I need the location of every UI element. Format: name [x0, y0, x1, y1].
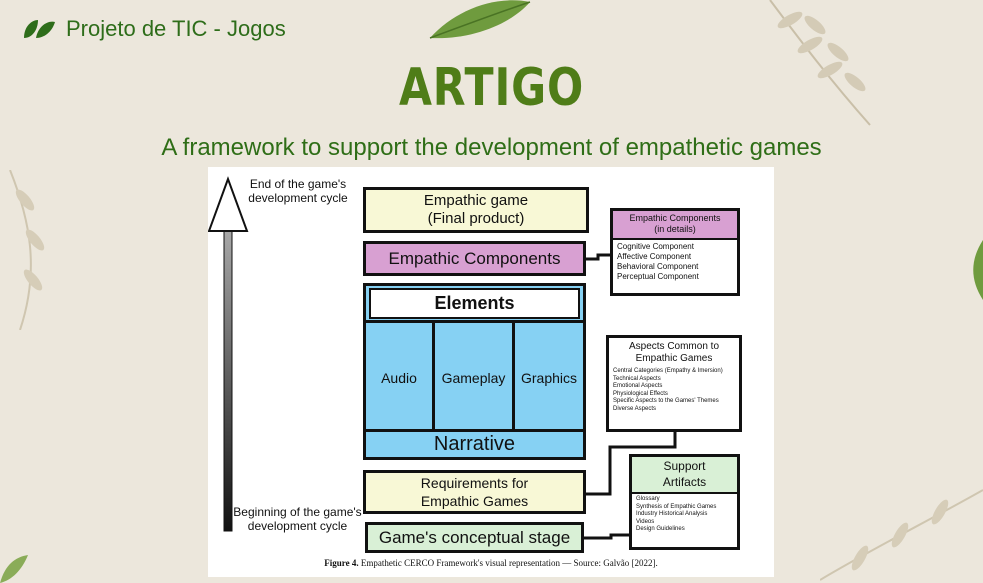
- graphics-cell: Graphics: [512, 320, 583, 432]
- slide-header: Projeto de TIC - Jogos: [22, 16, 286, 42]
- ec-details-item: Affective Component: [617, 251, 692, 261]
- arrow-bottom-label: Beginning of the game's development cycl…: [233, 505, 362, 534]
- support-item: Synthesis of Empathic Games: [636, 503, 717, 510]
- ec-details-header: Empathic Components (in details): [613, 211, 737, 240]
- figure-caption: Figure 4. Empathetic CERCO Framework's v…: [208, 558, 774, 568]
- aspects-title: Aspects Common to Empathic Games: [609, 338, 739, 365]
- caption-text: Empathetic CERCO Framework's visual repr…: [358, 558, 658, 568]
- ec-details-item: Cognitive Component: [617, 241, 694, 251]
- aspects-title-2: Empathic Games: [635, 353, 713, 364]
- leaf-logo-icon: [24, 20, 55, 38]
- aspects-title-1: Aspects Common to: [628, 341, 720, 352]
- arrow-shaft: [223, 230, 233, 532]
- connector-conceptual: [584, 533, 629, 540]
- ec-details-item: Perceptual Component: [617, 271, 699, 281]
- arrow-top-label: End of the game's development cycle: [248, 177, 348, 206]
- figure-connectors: [208, 176, 677, 540]
- elements-container: Elements Audio Gameplay Graphics Narrati…: [363, 283, 586, 460]
- branch-decoration-bottom-right: [820, 489, 983, 581]
- slide-subtitle: A framework to support the development o…: [161, 134, 822, 161]
- support-artifacts-box: Support Artifacts Glossary Synthesis of …: [629, 454, 740, 550]
- ec-details-title-1: Empathic Components: [629, 213, 721, 223]
- ec-details-item: Behavioral Component: [617, 261, 699, 271]
- empathic-game-line1: Empathic game: [423, 192, 529, 209]
- requirements-box: Requirements for Empathic Games: [363, 470, 586, 514]
- framework-figure: End of the game's development cycle Begi…: [208, 167, 774, 577]
- aspects-item: Diverse Aspects: [613, 405, 657, 412]
- support-item: Videos: [636, 518, 655, 525]
- ec-details-box: Empathic Components (in details) Cogniti…: [610, 208, 740, 296]
- support-item: Glossary: [636, 496, 660, 503]
- branch-decoration-left: [9, 170, 45, 330]
- aspects-box: Aspects Common to Empathic Games Central…: [606, 335, 742, 432]
- empathic-game-box: Empathic game (Final product): [363, 187, 589, 233]
- aspects-item: Specific Aspects to the Games' Themes: [613, 398, 719, 404]
- header-label: Projeto de TIC - Jogos: [66, 16, 286, 41]
- conceptual-stage-box: Game's conceptual stage: [365, 522, 584, 553]
- support-artifacts-list: Glossary Synthesis of Empathic Games Ind…: [632, 494, 737, 536]
- support-item: Design Guidelines: [636, 526, 685, 533]
- gameplay-cell: Gameplay: [432, 320, 515, 432]
- support-title-1: Support: [663, 459, 706, 473]
- ec-details-title-2: (in details): [654, 224, 696, 235]
- aspects-item: Physiological Effects: [613, 390, 668, 397]
- connector-requirements: [586, 432, 677, 496]
- empathic-game-line2: (Final product): [427, 210, 525, 227]
- elements-header: Elements: [369, 288, 580, 319]
- ec-details-list: Cognitive Component Affective Component …: [613, 240, 737, 284]
- leaf-decoration-bottom-left: [0, 555, 28, 583]
- aspects-list: Central Categories (Empathy & Imersion) …: [609, 365, 739, 416]
- aspects-item: Technical Aspects: [613, 375, 661, 382]
- support-artifacts-header: Support Artifacts: [632, 457, 737, 495]
- narrative-cell: Narrative: [366, 429, 583, 457]
- caption-label: Figure 4.: [324, 558, 359, 568]
- requirements-line2: Empathic Games: [420, 493, 529, 509]
- slide-title: ARTIGO: [398, 58, 585, 118]
- arrow-head: [208, 176, 249, 232]
- aspects-item: Emotional Aspects: [613, 383, 663, 389]
- branch-decoration-right: [769, 0, 871, 126]
- support-item: Industry Historical Analysis: [636, 511, 708, 518]
- leaf-decoration-right-edge: [973, 240, 983, 300]
- leaf-decoration-top: [429, 0, 531, 39]
- aspects-item: Central Categories (Empathy & Imersion): [613, 368, 723, 374]
- connector-components: [586, 253, 611, 261]
- requirements-line1: Requirements for: [420, 474, 529, 491]
- support-title-2: Artifacts: [662, 474, 707, 489]
- audio-cell: Audio: [366, 320, 435, 432]
- empathic-components-box: Empathic Components: [363, 241, 586, 276]
